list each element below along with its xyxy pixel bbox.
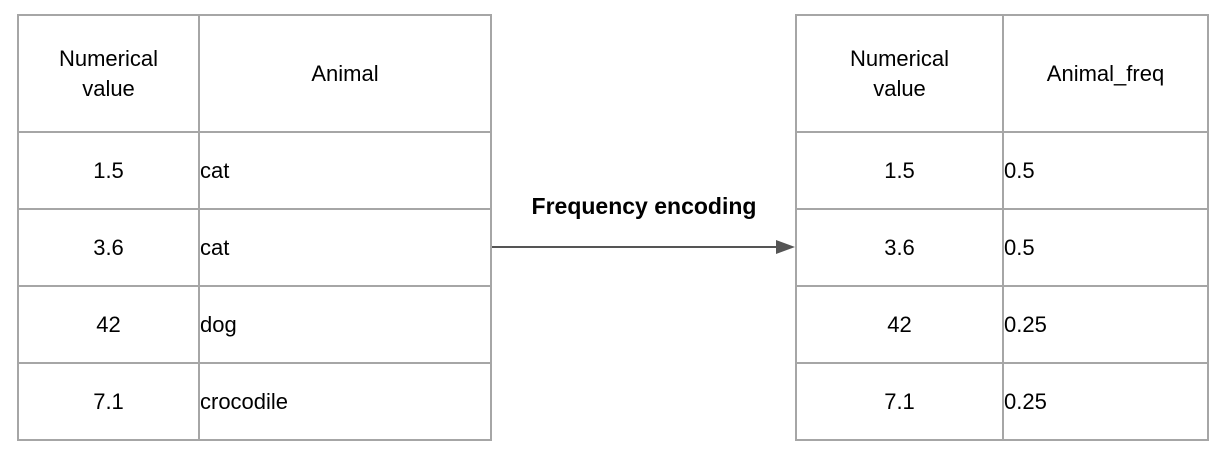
numerical-value-cell: 1.5 (17, 131, 200, 210)
input-table: Numerical value Animal 1.5 cat 3.6 cat 4… (17, 14, 492, 441)
column-header-animal: Animal (198, 14, 492, 133)
table-row: 3.6 cat (17, 208, 492, 287)
animal-cell: cat (198, 208, 492, 287)
table-row: 1.5 0.5 (795, 131, 1209, 210)
table-row: 7.1 0.25 (795, 362, 1209, 441)
animal-freq-cell: 0.5 (1002, 208, 1209, 287)
numerical-value-cell: 7.1 (17, 362, 200, 441)
table-row: 7.1 crocodile (17, 362, 492, 441)
animal-cell: dog (198, 285, 492, 364)
column-header-numerical-value: Numerical value (795, 14, 1004, 133)
animal-freq-cell: 0.25 (1002, 362, 1209, 441)
column-header-numerical-value: Numerical value (17, 14, 200, 133)
numerical-value-cell: 42 (17, 285, 200, 364)
numerical-value-cell: 42 (795, 285, 1004, 364)
animal-cell: crocodile (198, 362, 492, 441)
column-header-label: Numerical value (849, 45, 950, 101)
column-header-label: Animal_freq (1046, 60, 1165, 86)
header-row: Numerical value Animal (17, 14, 492, 133)
column-header-animal-freq: Animal_freq (1002, 14, 1209, 133)
column-header-label: Numerical value (58, 45, 159, 101)
numerical-value-cell: 1.5 (795, 131, 1004, 210)
numerical-value-cell: 3.6 (17, 208, 200, 287)
table-row: 3.6 0.5 (795, 208, 1209, 287)
animal-freq-cell: 0.25 (1002, 285, 1209, 364)
header-row: Numerical value Animal_freq (795, 14, 1209, 133)
numerical-value-cell: 3.6 (795, 208, 1004, 287)
column-header-label: Animal (311, 60, 379, 86)
arrow-label: Frequency encoding (531, 193, 757, 219)
table-row: 42 dog (17, 285, 492, 364)
numerical-value-cell: 7.1 (795, 362, 1004, 441)
table-row: 42 0.25 (795, 285, 1209, 364)
right-arrow-icon (492, 237, 796, 257)
animal-cell: cat (198, 131, 492, 210)
animal-freq-cell: 0.5 (1002, 131, 1209, 210)
table-row: 1.5 cat (17, 131, 492, 210)
encoded-table: Numerical value Animal_freq 1.5 0.5 3.6 … (795, 14, 1209, 441)
